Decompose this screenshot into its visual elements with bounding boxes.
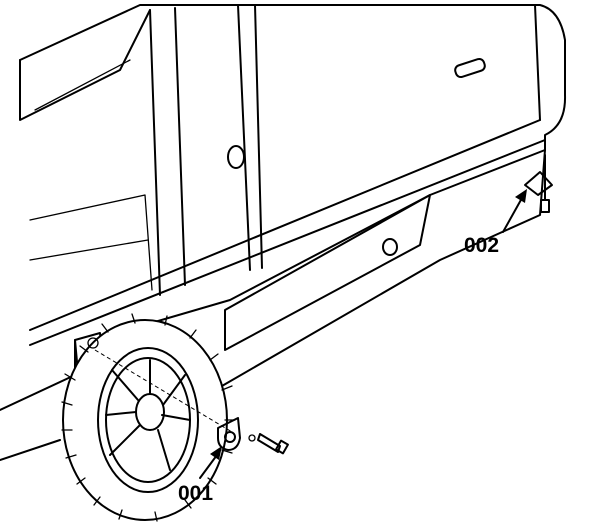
front-wheel bbox=[61, 313, 236, 522]
part-002-towing-bracket bbox=[524, 154, 553, 213]
vehicle-body bbox=[0, 4, 567, 461]
callout-label-001: 001 bbox=[178, 482, 213, 505]
callout-label-002: 002 bbox=[464, 234, 499, 257]
part-001-towing-bracket bbox=[87, 337, 289, 455]
leader-arrow-001 bbox=[199, 446, 222, 479]
leader-arrow-002 bbox=[502, 189, 527, 233]
